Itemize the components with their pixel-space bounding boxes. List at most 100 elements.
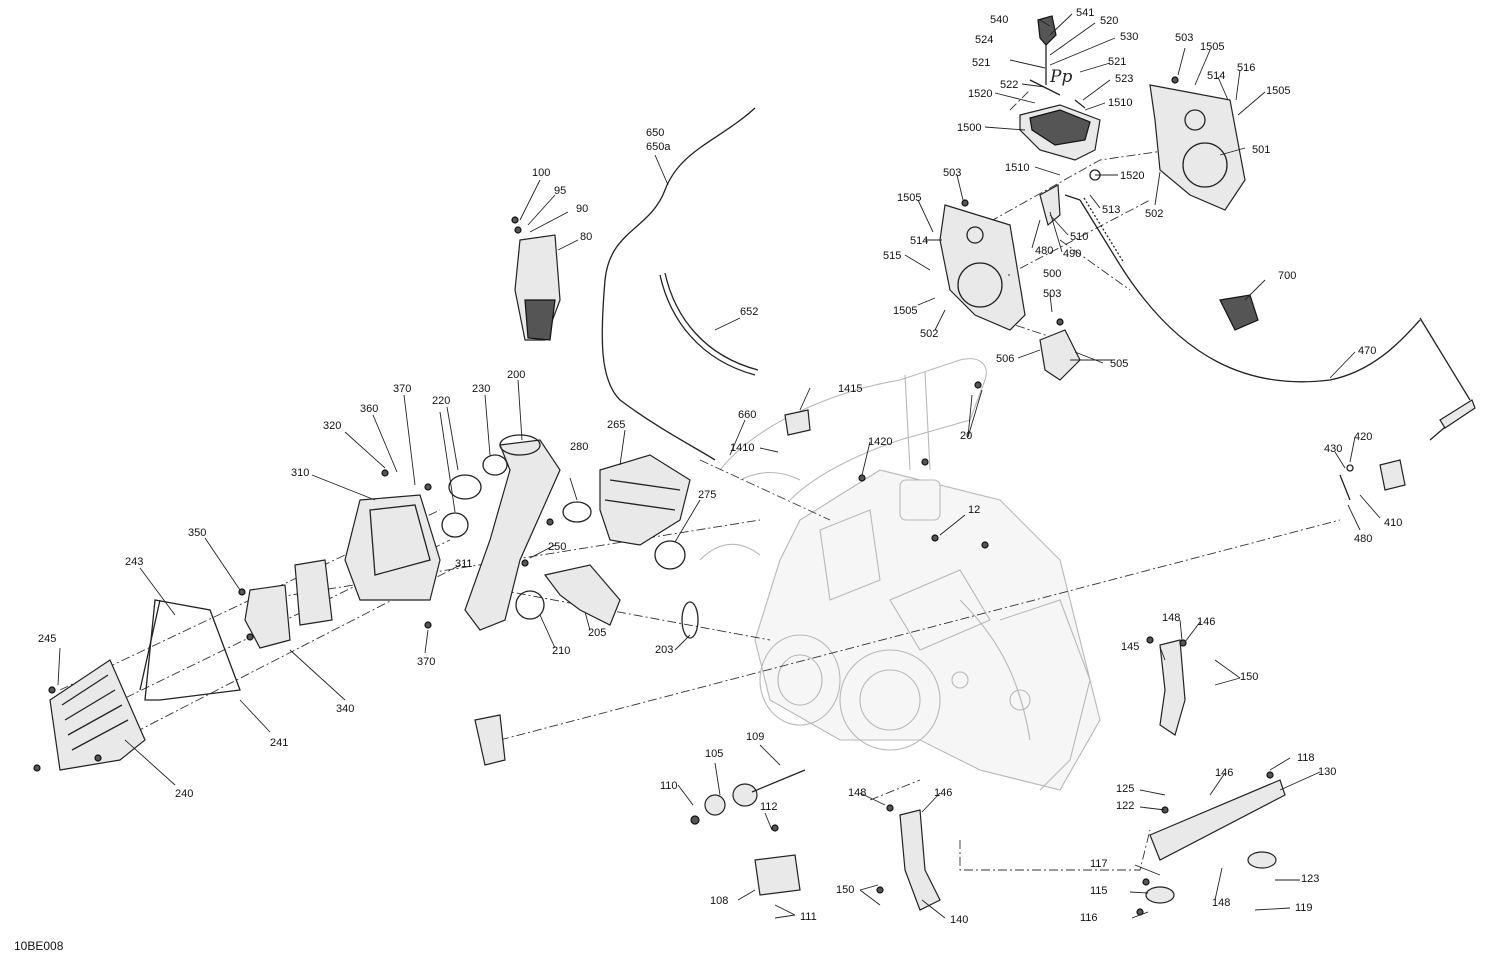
- bracket-1415: [784, 409, 811, 436]
- callout-320: 320: [323, 420, 341, 432]
- intake-tube-200: [464, 434, 561, 631]
- callout-146-b: 146: [1215, 767, 1233, 779]
- callout-1420: 1420: [868, 436, 892, 448]
- callout-514-a: 514: [910, 235, 928, 247]
- callout-130: 130: [1318, 766, 1336, 778]
- callout-243: 243: [125, 556, 143, 568]
- callout-350: 350: [188, 527, 206, 539]
- callout-105: 105: [705, 748, 723, 760]
- callout-503-a: 503: [943, 167, 961, 179]
- callout-530: 530: [1120, 31, 1138, 43]
- callout-1520-b: 1520: [1120, 170, 1144, 182]
- rubber-mount-115: [1145, 851, 1277, 904]
- callout-148-b: 148: [1212, 897, 1230, 909]
- callout-90: 90: [576, 203, 588, 215]
- mount-105: [704, 769, 806, 816]
- callout-660: 660: [738, 409, 756, 421]
- callout-119: 119: [1295, 902, 1313, 914]
- callout-700: 700: [1278, 270, 1296, 282]
- leader-lines: [57, 13, 1381, 919]
- frame-241-243: [139, 599, 241, 701]
- bracket-700: [1219, 294, 1259, 331]
- cover-505: [1039, 329, 1081, 381]
- callout-1520-a: 1520: [968, 88, 992, 100]
- bracket-108: [754, 854, 801, 896]
- callout-1510-a: 1510: [1108, 97, 1132, 109]
- callout-12: 12: [968, 504, 980, 516]
- vent-hose-652: [659, 272, 759, 376]
- callout-labels: 540 541 520 530 524 521 521 522 523 1520…: [38, 7, 1402, 926]
- callout-430: 430: [1324, 443, 1342, 455]
- callout-311: 311: [455, 558, 473, 570]
- callout-95: 95: [554, 185, 566, 197]
- callout-420: 420: [1354, 431, 1372, 443]
- callout-523: 523: [1115, 73, 1133, 85]
- callout-112: 112: [760, 801, 778, 813]
- callout-1410: 1410: [730, 442, 754, 454]
- bracket-low: [474, 714, 506, 766]
- callout-265: 265: [607, 419, 625, 431]
- callout-140: 140: [950, 914, 968, 926]
- callout-146-a: 146: [1197, 616, 1215, 628]
- callout-109: 109: [746, 731, 764, 743]
- callout-205: 205: [588, 627, 606, 639]
- right-shift-plate: [1149, 84, 1246, 211]
- callout-506: 506: [996, 353, 1014, 365]
- callout-150-a: 150: [1240, 671, 1258, 683]
- callout-80: 80: [580, 231, 592, 243]
- callout-505: 505: [1110, 358, 1128, 370]
- callout-250: 250: [548, 541, 566, 553]
- callout-240: 240: [175, 788, 193, 800]
- callout-310: 310: [291, 467, 309, 479]
- callout-125: 125: [1116, 783, 1134, 795]
- callout-241: 241: [270, 737, 288, 749]
- mount-bracket-140: [899, 809, 941, 911]
- elbow-205: [543, 564, 621, 626]
- shifter-knob: [1029, 15, 1086, 109]
- callout-514-b: 514: [1207, 70, 1225, 82]
- callout-111: 111: [800, 911, 817, 923]
- diagram-reference-code: 10BE008: [14, 939, 64, 953]
- callout-200: 200: [507, 369, 525, 381]
- callout-501: 501: [1252, 144, 1270, 156]
- bracket-410: [1339, 459, 1406, 501]
- callout-108: 108: [710, 895, 728, 907]
- callout-503-c: 503: [1175, 32, 1193, 44]
- callout-540: 540: [990, 14, 1008, 26]
- callout-650a: 650a: [646, 141, 671, 153]
- callout-1505-a: 1505: [897, 192, 921, 204]
- callout-203: 203: [655, 644, 673, 656]
- callout-117: 117: [1090, 858, 1108, 870]
- airbox: [344, 494, 441, 601]
- callout-1510-b: 1510: [1005, 162, 1029, 174]
- callout-470: 470: [1358, 345, 1376, 357]
- callout-370-a: 370: [393, 383, 411, 395]
- callout-520: 520: [1100, 15, 1118, 27]
- callout-340: 340: [336, 703, 354, 715]
- callout-123: 123: [1301, 873, 1319, 885]
- boot-265: [599, 454, 691, 546]
- callout-150-b: 150: [836, 884, 854, 896]
- callout-500: 500: [1043, 268, 1061, 280]
- callout-513: 513: [1102, 204, 1120, 216]
- callout-1505-d: 1505: [1266, 85, 1290, 97]
- callout-148-a: 148: [1162, 612, 1180, 624]
- callout-521-b: 521: [1108, 56, 1126, 68]
- callout-220: 220: [432, 395, 450, 407]
- air-filter-340: [244, 559, 333, 649]
- crossmember-130: [1149, 779, 1286, 861]
- callout-115: 115: [1090, 885, 1108, 897]
- callout-410: 410: [1384, 517, 1402, 529]
- callout-541: 541: [1076, 7, 1094, 19]
- callout-524: 524: [975, 34, 993, 46]
- callout-370-b: 370: [417, 656, 435, 668]
- callout-275: 275: [698, 489, 716, 501]
- callout-480-a: 480: [1035, 245, 1053, 257]
- shift-cable: [1079, 197, 1476, 441]
- callout-510: 510: [1070, 231, 1088, 243]
- callout-145: 145: [1121, 641, 1139, 653]
- clamps: [441, 454, 699, 639]
- callout-515: 515: [883, 250, 901, 262]
- callout-146-c: 146: [934, 787, 952, 799]
